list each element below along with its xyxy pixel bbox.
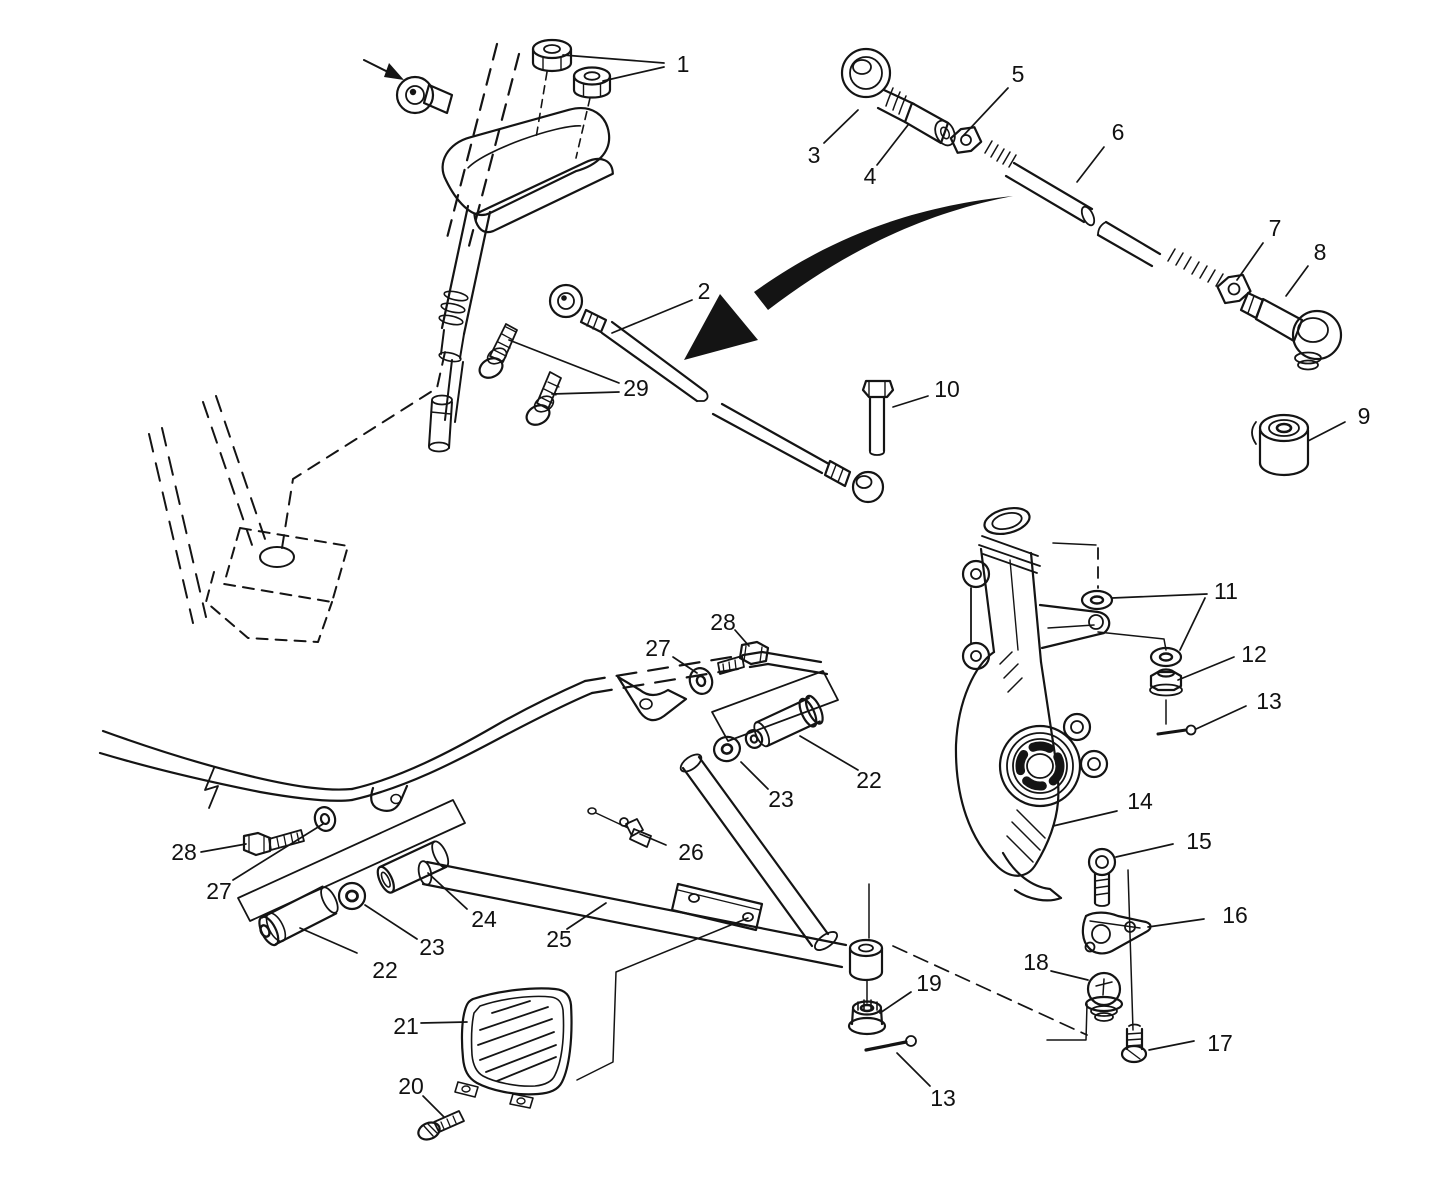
callout-3-leader xyxy=(823,109,859,144)
a-arm xyxy=(237,753,1088,1052)
callout-11: 11 xyxy=(1214,578,1238,604)
callout-22-right: 22 xyxy=(856,767,882,793)
callout-7: 7 xyxy=(1269,215,1282,241)
callout-28-right: 28 xyxy=(710,609,736,635)
callout-16: 16 xyxy=(1222,902,1248,928)
a-arm-guard xyxy=(417,917,749,1141)
callout-15-leader xyxy=(1115,843,1174,858)
callout-3: 3 xyxy=(808,142,821,168)
callout-6-leader xyxy=(1076,146,1105,183)
callout-12-leader xyxy=(1177,656,1235,681)
callout-24: 24 xyxy=(471,906,497,932)
castle-nut xyxy=(847,999,887,1036)
callout-14-leader xyxy=(1052,810,1118,827)
callout-14: 14 xyxy=(1127,788,1153,814)
callout-8-leader xyxy=(1285,265,1309,297)
direction-arrow xyxy=(684,196,1013,360)
callout-13-bottom-leader xyxy=(896,1052,931,1087)
callout-15: 15 xyxy=(1186,828,1212,854)
tie-rod-exploded xyxy=(840,47,1343,477)
callout-7-leader xyxy=(1236,242,1264,281)
callout-27-left-leader xyxy=(232,823,324,881)
callout-1-leader xyxy=(602,66,665,82)
callout-29-leader xyxy=(508,339,620,384)
callout-10: 10 xyxy=(934,376,960,402)
callout-27-left: 27 xyxy=(206,878,232,904)
mount-screws xyxy=(478,323,562,426)
callout-2: 2 xyxy=(698,278,711,304)
callout-16-leader xyxy=(1147,918,1205,928)
callout-11-leader xyxy=(1179,597,1206,651)
callout-8: 8 xyxy=(1314,239,1327,265)
callout-23-right: 23 xyxy=(768,786,794,812)
callout-5-leader xyxy=(962,87,1009,137)
bolt-10 xyxy=(861,379,895,456)
callout-29: 29 xyxy=(623,375,649,401)
callout-12: 12 xyxy=(1241,641,1267,667)
callout-4: 4 xyxy=(864,163,877,189)
upper-pivot-hardware xyxy=(616,640,839,763)
callout-24-leader xyxy=(427,872,468,910)
callout-9: 9 xyxy=(1358,403,1371,429)
callout-2-leader xyxy=(611,299,693,334)
callout-1: 1 xyxy=(677,51,690,77)
callout-26: 26 xyxy=(678,839,704,865)
callout-28-left: 28 xyxy=(171,839,197,865)
callout-4-leader xyxy=(876,124,909,166)
callout-23-left-leader xyxy=(364,904,418,940)
callout-13-top-leader xyxy=(1195,705,1247,730)
callouts-layer: 1234567891011121314151617181920212222232… xyxy=(171,51,1371,1118)
callout-17: 17 xyxy=(1207,1030,1233,1056)
callout-28-right-leader xyxy=(734,629,750,647)
callout-25: 25 xyxy=(546,926,572,952)
frame-hidden-lines xyxy=(148,351,446,643)
callout-9-leader xyxy=(1307,421,1346,442)
steering-column xyxy=(428,42,614,453)
callout-18: 18 xyxy=(1023,949,1049,975)
callout-6: 6 xyxy=(1112,119,1125,145)
callout-23-left: 23 xyxy=(419,934,445,960)
frame-rails xyxy=(98,650,829,812)
tie-rod xyxy=(548,283,885,504)
callout-22-left: 22 xyxy=(372,957,398,983)
callout-18-leader xyxy=(1050,970,1089,981)
callout-1-leader xyxy=(562,54,665,64)
callout-19: 19 xyxy=(916,970,942,996)
callout-21: 21 xyxy=(393,1013,419,1039)
callout-21-leader xyxy=(420,1021,468,1024)
callout-19-leader xyxy=(879,991,912,1014)
callout-11-leader xyxy=(1111,593,1208,599)
callout-22-right-leader xyxy=(799,735,859,771)
callout-23-right-leader xyxy=(740,761,769,790)
callout-27-right: 27 xyxy=(645,635,671,661)
callout-28-left-leader xyxy=(200,843,247,853)
callout-25-leader xyxy=(566,902,607,930)
handlebar-rod-end xyxy=(363,59,454,115)
callout-13-bottom: 13 xyxy=(930,1085,956,1111)
callout-17-leader xyxy=(1148,1040,1195,1051)
callout-5: 5 xyxy=(1012,61,1025,87)
steering-knuckle xyxy=(954,506,1197,902)
callout-29-leader xyxy=(551,391,620,395)
callout-27-right-leader xyxy=(672,656,698,674)
callout-22-left-leader xyxy=(299,927,358,954)
clamp-nuts xyxy=(531,38,612,99)
callout-13-top: 13 xyxy=(1256,688,1282,714)
callout-20: 20 xyxy=(398,1073,424,1099)
callout-10-leader xyxy=(892,395,929,408)
ball-joint-group xyxy=(1046,847,1152,1064)
callout-20-leader xyxy=(422,1095,445,1118)
callout-26-leader xyxy=(639,833,667,846)
